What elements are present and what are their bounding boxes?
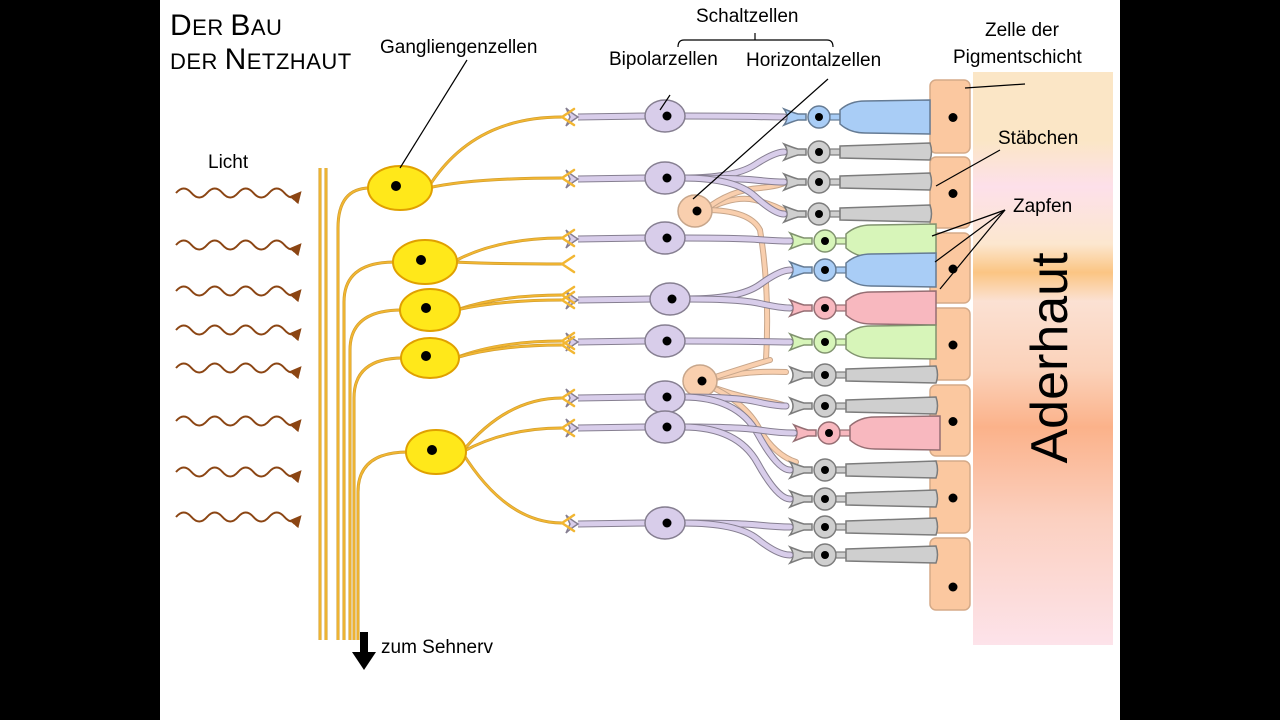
light-wave-arrow-icon xyxy=(175,239,302,257)
retina-slide: DER BAU DER NETZHAUT Gangliengenzellen S… xyxy=(160,0,1120,720)
pigment-cell-nucleus xyxy=(948,113,958,122)
photoreceptors xyxy=(781,99,941,567)
ganglion-axon xyxy=(349,309,403,640)
rod-cell xyxy=(787,515,939,539)
cone-cell xyxy=(781,99,931,135)
down-arrow-icon xyxy=(352,632,376,670)
ganglion-cell xyxy=(342,228,576,640)
label-cones: Zapfen xyxy=(1013,196,1073,217)
rod-cell xyxy=(787,487,939,511)
rod-cell xyxy=(787,363,939,387)
ganglion-cells xyxy=(336,107,576,640)
bipolar-cell xyxy=(565,506,794,559)
cone-cell xyxy=(791,415,941,451)
horizontal-cells xyxy=(677,179,799,465)
pigment-cell-nucleus xyxy=(948,582,958,592)
ganglion-axon xyxy=(337,187,371,640)
rod-cell xyxy=(787,458,939,482)
light-wave-arrow-icon xyxy=(175,362,302,380)
ganglion-axon xyxy=(342,260,396,640)
light-wave-arrow-icon xyxy=(175,187,302,205)
ganglion-axon xyxy=(353,357,404,640)
ganglion-cell xyxy=(336,107,576,640)
label-interneurons: Schaltzellen xyxy=(696,6,799,27)
pigment-cell-nucleus xyxy=(948,340,958,350)
cone-cell xyxy=(787,252,937,288)
bipolar-cells xyxy=(565,99,798,559)
rod-cell xyxy=(787,394,939,418)
rod-cell xyxy=(781,170,933,194)
retina-diagram xyxy=(175,33,1113,670)
label-horizontal: Horizontalzellen xyxy=(746,50,882,71)
label-light: Licht xyxy=(208,152,249,173)
horizontal-cell-process xyxy=(703,208,770,362)
label-bipolar: Bipolarzellen xyxy=(609,49,718,70)
label-rods: Stäbchen xyxy=(998,128,1079,149)
pigment-cell-nucleus xyxy=(948,417,958,426)
label-choroid: Aderhaut xyxy=(1021,252,1079,464)
label-ganglion: Gangliengenzellen xyxy=(380,37,538,58)
title-line-2: DER NETZHAUT xyxy=(170,43,352,76)
cone-cell xyxy=(787,223,937,259)
label-pigment-1: Zelle der xyxy=(985,20,1059,41)
rod-cell xyxy=(781,202,933,226)
bipolar-cell xyxy=(565,410,798,503)
ganglion-axon xyxy=(356,450,409,640)
cone-cell xyxy=(787,290,937,326)
light-wave-arrow-icon xyxy=(175,324,302,342)
light-wave-arrow-icon xyxy=(175,415,302,433)
light-wave-arrow-icon xyxy=(175,466,302,484)
light-wave-arrow-icon xyxy=(175,285,302,303)
label-optic-nerve: zum Sehnerv xyxy=(381,637,493,658)
rod-cell xyxy=(781,140,933,164)
light-waves xyxy=(175,187,302,529)
label-pigment-2: Pigmentschicht xyxy=(953,47,1082,68)
title-line-1: DER BAU xyxy=(170,9,283,42)
choroid-band xyxy=(973,72,1113,645)
rod-cell xyxy=(787,543,939,567)
bipolar-cell xyxy=(565,266,794,316)
ganglion-axon xyxy=(357,451,409,640)
pigment-cell-nucleus xyxy=(948,493,958,503)
light-wave-arrow-icon xyxy=(175,511,302,529)
cone-cell xyxy=(787,324,937,360)
ganglion-cell xyxy=(356,388,576,640)
bipolar-cell xyxy=(565,324,794,358)
bipolar-cell xyxy=(565,148,788,218)
ganglion-axon xyxy=(343,261,396,640)
ganglion-axon xyxy=(352,356,404,640)
pigment-cell xyxy=(929,537,971,611)
slide-title: DER BAU DER NETZHAUT xyxy=(170,10,352,78)
ganglion-cell xyxy=(348,285,576,640)
horizontal-cell-nucleus xyxy=(697,376,707,386)
bipolar-cell xyxy=(565,99,788,133)
optic-nerve-fibers xyxy=(318,168,328,640)
horizontal-cell-nucleus xyxy=(692,206,702,216)
pigment-cell-nucleus xyxy=(948,189,958,198)
ganglion-cell xyxy=(352,331,576,640)
pointer-lines xyxy=(399,33,1026,290)
